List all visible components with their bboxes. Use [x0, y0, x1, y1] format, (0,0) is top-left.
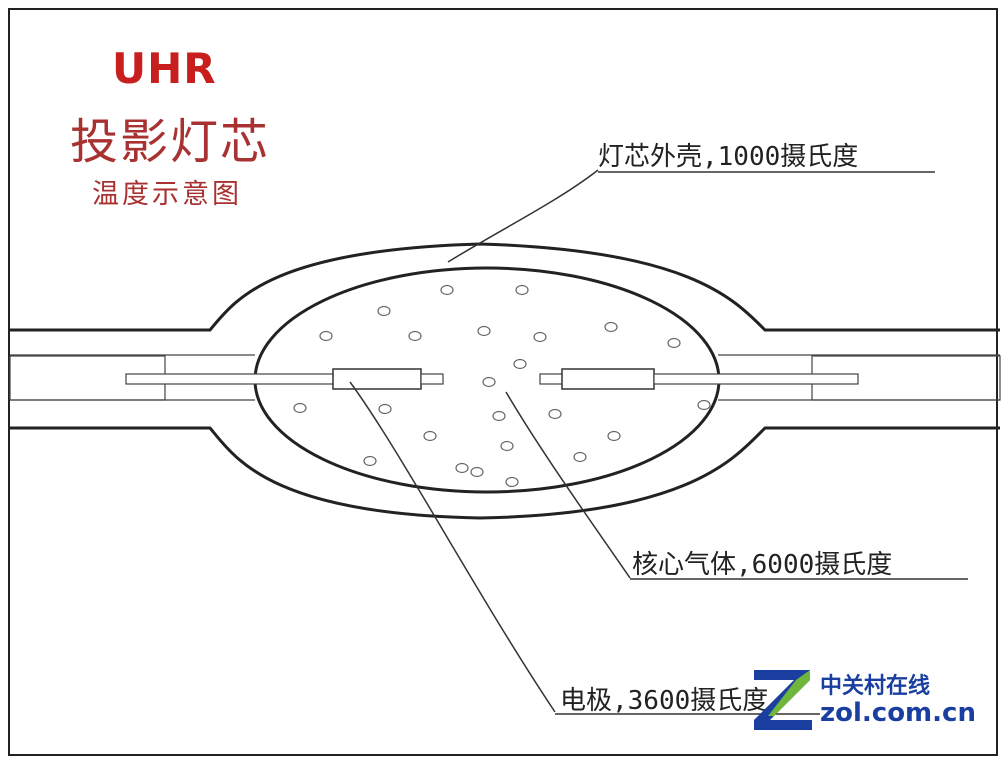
leader-gas — [505, 391, 631, 579]
gas-particle — [455, 462, 469, 474]
right-tip — [539, 373, 565, 385]
left-rod — [125, 373, 337, 385]
left-electrode — [332, 368, 422, 390]
zol-logo-icon — [754, 670, 812, 730]
gas-particle — [492, 410, 506, 422]
leader-shell — [447, 169, 599, 263]
gas-particle — [515, 284, 529, 296]
gas-particle — [505, 476, 519, 488]
watermark-url: zol.com.cn — [820, 698, 976, 728]
zol-watermark: 中关村在线 zol.com.cn — [748, 660, 988, 740]
outer-shell-bottom — [10, 426, 1000, 520]
gas-particle — [470, 466, 484, 478]
gas-particle — [377, 305, 391, 317]
left-tip — [420, 373, 444, 385]
diagram-frame — [8, 8, 998, 756]
title-subtitle: 温度示意图 — [92, 179, 242, 210]
outer-shell-top — [10, 242, 1000, 332]
gas-particle — [378, 403, 392, 415]
gas-particle — [319, 330, 333, 342]
gas-particle — [293, 402, 307, 414]
gas-particles — [293, 284, 711, 488]
gas-particle — [423, 430, 437, 442]
gas-particle — [548, 408, 562, 420]
label-shell: 灯芯外壳,1000摄氏度 — [598, 142, 859, 172]
watermark-cn: 中关村在线 — [820, 674, 931, 699]
gas-particle — [500, 440, 514, 452]
gas-particle — [440, 284, 454, 296]
label-gas: 核心气体,6000摄氏度 — [632, 550, 893, 580]
right-electrode — [561, 368, 655, 390]
label-electrode: 电极,3600摄氏度 — [560, 686, 769, 716]
leader-electrode — [349, 381, 556, 713]
gas-particle — [667, 337, 681, 349]
title-uhr: UHR — [112, 44, 217, 93]
gas-particle — [363, 455, 377, 467]
title-main: 投影灯芯 — [70, 114, 271, 170]
right-rod — [653, 373, 859, 385]
gas-particle — [477, 325, 491, 337]
gas-particle — [482, 376, 496, 388]
gas-particle — [408, 330, 422, 342]
gas-particle — [573, 451, 587, 463]
gas-particle — [533, 331, 547, 343]
gas-particle — [697, 399, 711, 411]
gas-particle — [513, 358, 527, 370]
gas-particle — [604, 321, 618, 333]
gas-particle — [607, 430, 621, 442]
